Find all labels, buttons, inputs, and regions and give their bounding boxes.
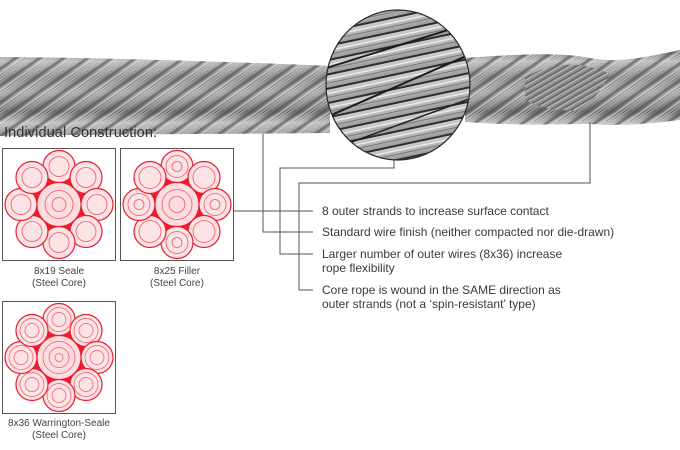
callout-text: Standard wire finish (neither compacted … xyxy=(322,225,615,239)
callout-outer-wires: Larger number of outer wires (8x36) incr… xyxy=(322,247,562,275)
strand-cross-section-icon xyxy=(4,302,114,413)
strand-cross-section-icon xyxy=(122,149,232,260)
construction-core: (Steel Core) xyxy=(32,430,86,441)
callout-connector-lines xyxy=(234,122,591,291)
construction-label-8x25: 8x25 Filler (Steel Core) xyxy=(120,266,234,290)
construction-8x19-seale-diagram xyxy=(2,148,116,261)
callout-text: rope flexibility xyxy=(322,261,395,275)
callout-text: 8 outer strands to increase surface cont… xyxy=(322,204,549,218)
construction-8x25-filler-diagram xyxy=(120,148,234,261)
construction-name: 8x25 Filler xyxy=(153,266,201,277)
callout-outer-strands: 8 outer strands to increase surface cont… xyxy=(322,204,549,218)
construction-core: (Steel Core) xyxy=(150,278,204,289)
construction-name: 8x19 Seale xyxy=(33,266,85,277)
callout-text: outer strands (not a ‘spin-resistant’ ty… xyxy=(322,297,536,311)
strand-cross-section-icon xyxy=(4,149,114,260)
section-heading: Individual Construction: xyxy=(4,125,158,141)
callout-core-direction: Core rope is wound in the SAME direction… xyxy=(322,283,561,311)
callout-text: Larger number of outer wires (8x36) incr… xyxy=(322,247,563,261)
construction-name: 8x36 Warrington-Seale xyxy=(8,418,110,429)
construction-8x36-warrington-seale-diagram xyxy=(2,301,116,414)
rope-body xyxy=(0,50,680,136)
exposed-core-section xyxy=(525,64,610,111)
construction-label-8x19: 8x19 Seale (Steel Core) xyxy=(2,266,116,290)
magnifier-circle xyxy=(325,9,471,161)
construction-core: (Steel Core) xyxy=(32,278,86,289)
construction-label-8x36: 8x36 Warrington-Seale (Steel Core) xyxy=(0,418,118,442)
callout-wire-finish: Standard wire finish (neither compacted … xyxy=(322,225,614,239)
callout-text: Core rope is wound in the SAME direction… xyxy=(322,283,561,297)
